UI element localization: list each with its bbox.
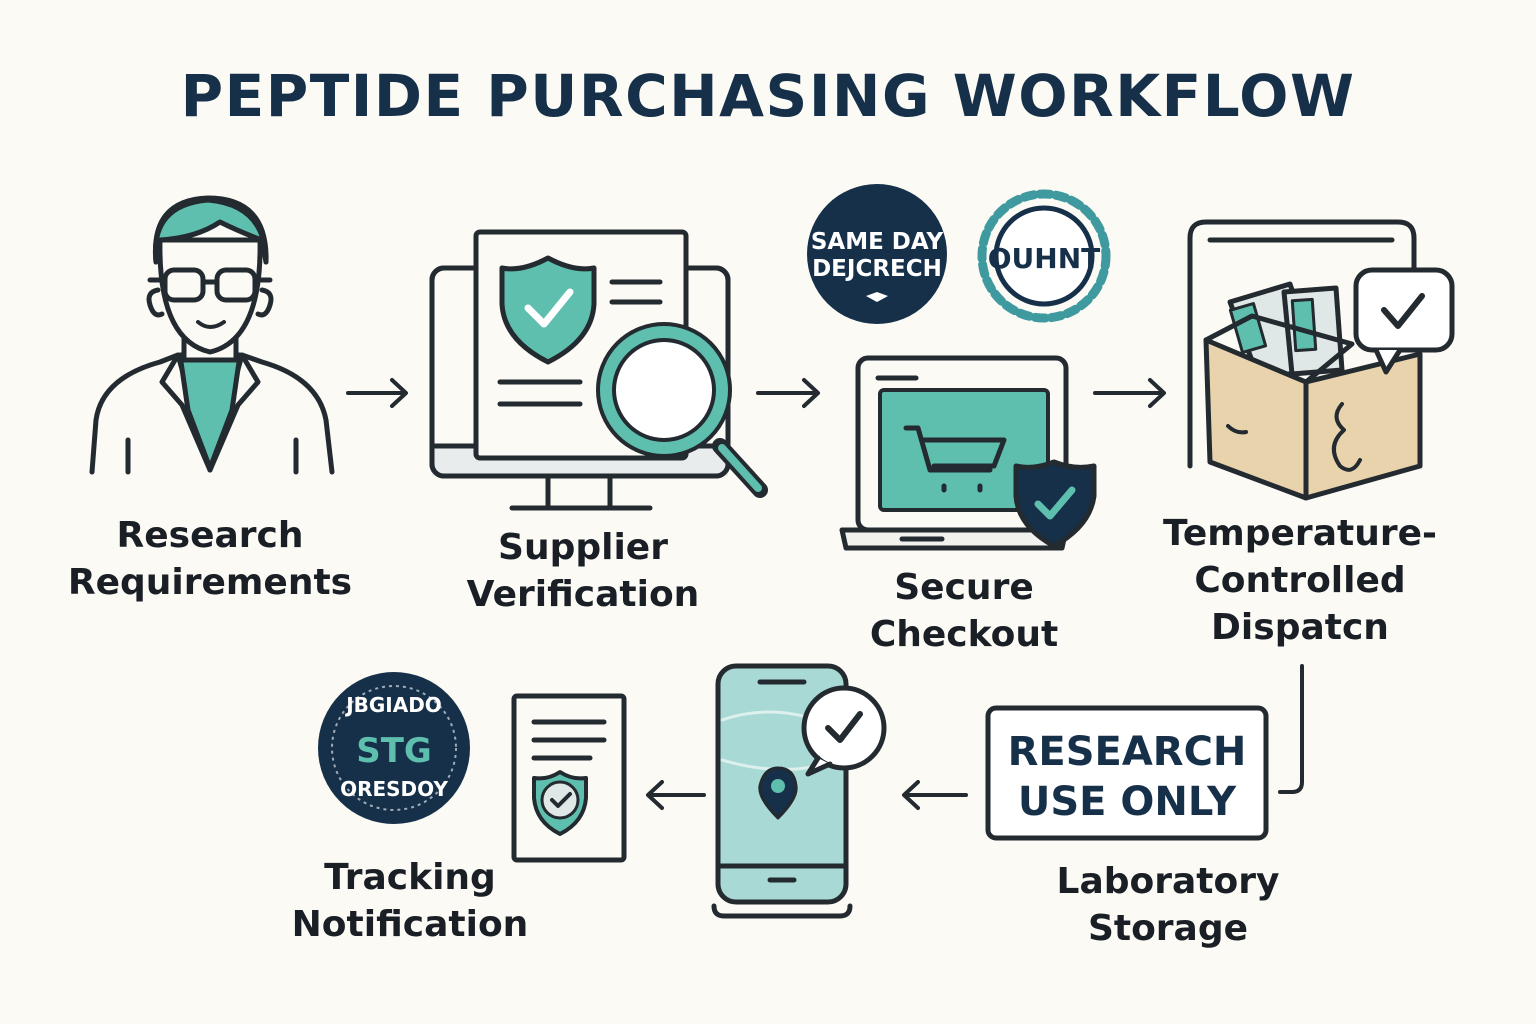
research-use-line2: USE ONLY <box>1018 779 1237 825</box>
tracking-seal-top: JBGIADO <box>344 693 442 717</box>
step-label-research-requirements: Research Requirements <box>40 512 380 606</box>
notification-document-icon <box>511 693 627 863</box>
step-label-tracking-notification: Tracking Notification <box>270 854 550 948</box>
step-label-line: Research <box>116 515 304 556</box>
page-title: PEPTIDE PURCHASING WORKFLOW <box>180 62 1356 130</box>
arrow-right-3 <box>1093 378 1166 408</box>
step-label-supplier-verification: Supplier Verification <box>420 524 746 618</box>
tracking-seal: JBGIADO STG ORESDOY <box>318 672 470 824</box>
step-label-secure-checkout: Secure Checkout <box>834 564 1094 658</box>
step-label-temperature-controlled-dispatch: Temperature- Controlled Dispatcn <box>1150 510 1450 651</box>
seal-text: OUHNT <box>988 242 1101 275</box>
arrow-left-1 <box>902 780 968 810</box>
step-label-laboratory-storage: Laboratory Storage <box>1030 858 1306 952</box>
step-label-line: Verification <box>466 574 700 615</box>
step-label-line: Storage <box>1087 908 1249 949</box>
step-label-line: Checkout <box>869 614 1059 655</box>
same-day-badge: SAME DAY DEJCRECH <box>807 184 947 324</box>
step-label-line: Temperature- <box>1163 513 1437 554</box>
step-label-line: Requirements <box>67 562 353 603</box>
research-use-line1: RESEARCH <box>1008 729 1247 775</box>
research-use-only-label: RESEARCH USE ONLY <box>985 705 1269 841</box>
arrow-right-2 <box>756 378 820 408</box>
same-day-badge-line1: SAME DAY <box>811 229 944 255</box>
monitor-verification-icon <box>429 229 768 511</box>
scientist-icon <box>89 195 335 475</box>
tracking-seal-bottom: ORESDOY <box>340 777 448 801</box>
step-label-line: Tracking <box>324 857 496 898</box>
arrow-right-1 <box>346 378 408 408</box>
step-label-line: Dispatcn <box>1211 607 1389 648</box>
step-label-line: Controlled <box>1194 560 1406 601</box>
phone-tracking-icon <box>711 663 887 919</box>
step-label-line: Supplier <box>498 527 668 568</box>
verified-seal: OUHNT <box>977 189 1111 323</box>
step-label-line: Secure <box>894 567 1034 608</box>
tracking-seal-center: STG <box>356 731 432 771</box>
step-label-line: Notification <box>291 904 529 945</box>
arrow-left-2 <box>646 780 706 810</box>
laptop-checkout-icon <box>839 355 1097 551</box>
connector-line <box>1278 664 1304 794</box>
same-day-badge-line2: DEJCRECH <box>812 256 942 282</box>
shipping-box-icon <box>1187 219 1455 501</box>
step-label-line: Laboratory <box>1056 861 1280 902</box>
